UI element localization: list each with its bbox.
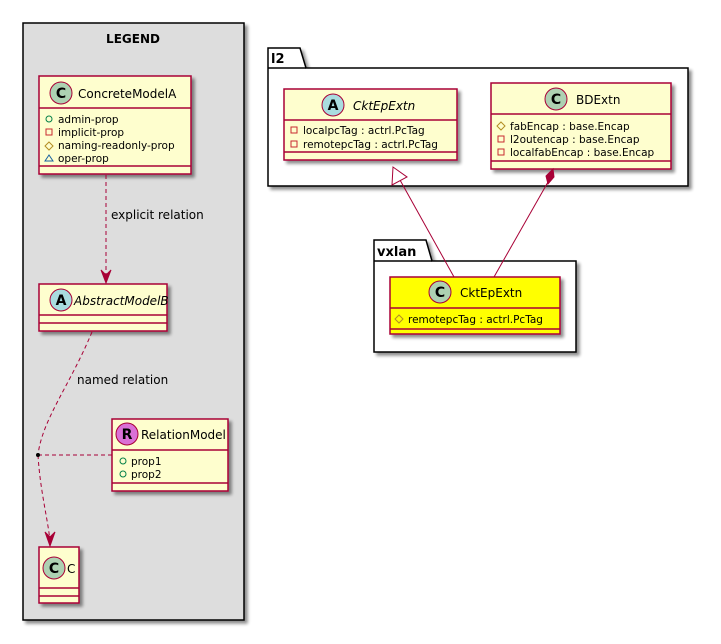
svg-text:C: C [49, 561, 59, 577]
edge-named-relation: named relation [36, 331, 168, 548]
svg-text:C: C [551, 92, 561, 108]
package-name: vxlan [377, 245, 416, 260]
prop-implicit: implicit-prop [58, 127, 124, 139]
protected-visibility-icon [496, 121, 506, 131]
prop-l2outencap: l2outencap : base.Encap [510, 134, 640, 146]
package-visibility-icon [44, 154, 54, 162]
class-circle-icon: C [42, 556, 66, 580]
relation-circle-icon: R [115, 422, 139, 446]
class-name: BDExtn [576, 93, 620, 107]
class-name: C [67, 562, 75, 576]
edge-label-explicit: explicit relation [111, 208, 204, 222]
private-visibility-icon [290, 140, 298, 148]
prop-localpctag: localpcTag : actrl.PcTag [303, 125, 425, 137]
svg-text:C: C [56, 86, 66, 102]
class-abstract-model-b[interactable]: A AbstractModelB [38, 283, 169, 332]
prop-admin: admin-prop [58, 114, 119, 126]
svg-text:A: A [56, 293, 67, 309]
edge-composition [493, 167, 555, 278]
prop-naming-readonly: naming-readonly-prop [58, 140, 175, 152]
package-name: l2 [271, 52, 285, 67]
edge-label-named: named relation [77, 373, 168, 387]
class-name: RelationModel [141, 428, 226, 442]
class-circle-icon: C [544, 87, 568, 111]
public-visibility-icon [45, 115, 53, 123]
private-visibility-icon [497, 148, 505, 156]
class-concrete-model-a[interactable]: C ConcreteModelA admin-prop implicit-pro… [38, 75, 192, 175]
class-name: AbstractModelB [73, 294, 169, 308]
abstract-circle-icon: A [321, 93, 345, 117]
prop-2: prop2 [131, 469, 162, 481]
edge-explicit-relation: explicit relation [100, 175, 204, 285]
prop-fabencap: fabEncap : base.Encap [510, 121, 630, 133]
class-c[interactable]: C C [38, 546, 80, 604]
class-name: CktEpExtn [460, 286, 522, 300]
edge-generalization [391, 166, 455, 278]
prop-oper: oper-prop [58, 153, 109, 165]
class-relation-model[interactable]: R RelationModel prop1 prop2 [111, 418, 229, 492]
svg-text:C: C [435, 285, 445, 301]
protected-visibility-icon [44, 141, 54, 151]
class-name: ConcreteModelA [78, 87, 177, 101]
class-circle-icon: C [49, 81, 73, 105]
class-l2-bdextn[interactable]: C BDExtn fabEncap : base.Encap l2outenca… [490, 82, 672, 170]
svg-text:R: R [122, 427, 133, 443]
class-name: CktEpExtn [353, 99, 415, 113]
public-visibility-icon [119, 470, 127, 478]
prop-remotepctag: remotepcTag : actrl.PcTag [303, 139, 438, 151]
abstract-circle-icon: A [49, 288, 73, 312]
prop-localfabencap: localfabEncap : base.Encap [510, 147, 654, 159]
legend-title: LEGEND [106, 32, 160, 46]
protected-visibility-icon [394, 314, 404, 324]
private-visibility-icon [45, 128, 53, 136]
class-circle-icon: C [428, 280, 452, 304]
private-visibility-icon [290, 126, 298, 134]
class-l2-cktepextn[interactable]: A CktEpExtn localpcTag : actrl.PcTag rem… [283, 88, 458, 161]
class-vxlan-cktepextn[interactable]: C CktEpExtn remotepcTag : actrl.PcTag [389, 276, 561, 335]
prop-1: prop1 [131, 456, 162, 468]
private-visibility-icon [497, 135, 505, 143]
public-visibility-icon [119, 457, 127, 465]
prop-remotepctag: remotepcTag : actrl.PcTag [408, 314, 543, 326]
svg-text:A: A [328, 98, 339, 114]
